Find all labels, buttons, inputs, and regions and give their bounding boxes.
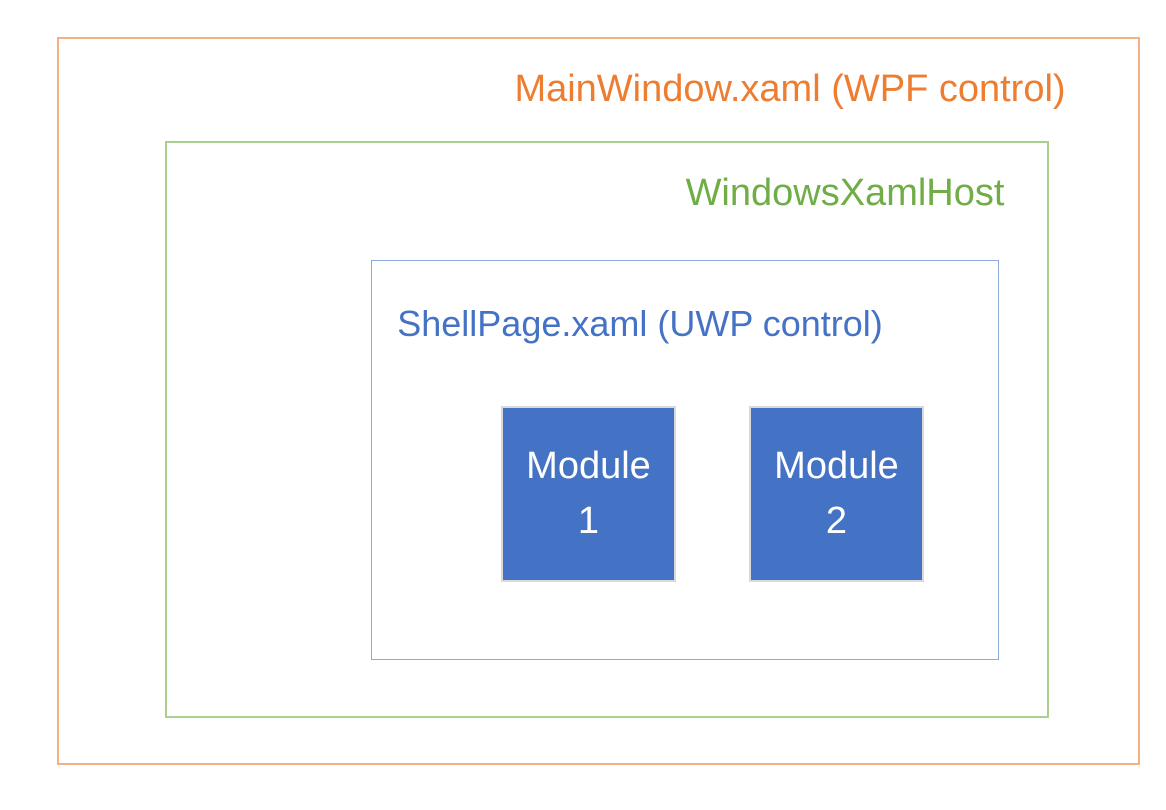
mainwindow-box xyxy=(57,37,1140,765)
module-2-box: Module 2 xyxy=(749,406,924,582)
windowsxamlhost-label: WindowsXamlHost xyxy=(685,172,1005,214)
module-1-box: Module 1 xyxy=(501,406,676,582)
shellpage-label: ShellPage.xaml (UWP control) xyxy=(397,303,883,344)
module-1-label-line1: Module xyxy=(526,444,651,487)
shellpage-box xyxy=(371,260,999,660)
module-2-label-line1: Module xyxy=(774,444,899,487)
windowsxamlhost-box xyxy=(165,141,1049,718)
module-2-label-line2: 2 xyxy=(825,500,848,542)
module-1-label-line2: 1 xyxy=(577,500,600,542)
mainwindow-label: MainWindow.xaml (WPF control) xyxy=(514,68,1066,110)
